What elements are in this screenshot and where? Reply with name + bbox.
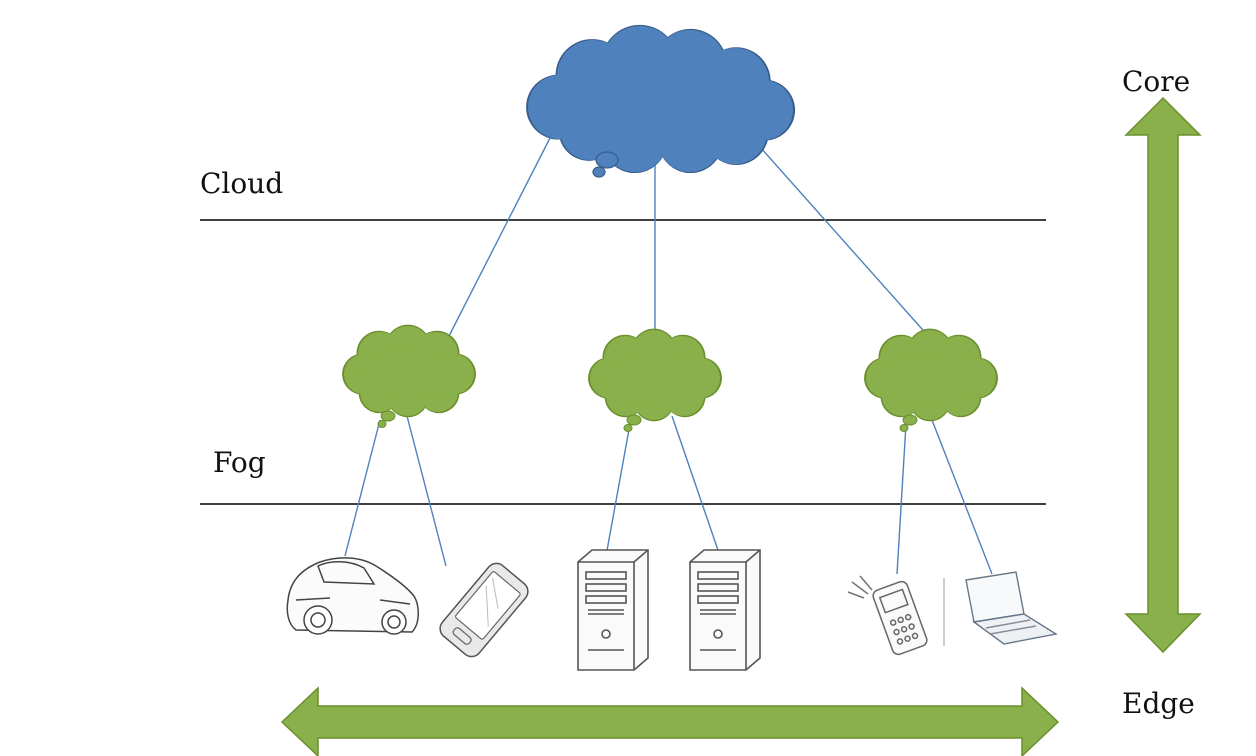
edge-label: Edge [1122,687,1195,720]
core-label: Core [1122,65,1191,98]
fog-node-3 [864,328,998,432]
fog-layer-label: Fog [213,446,266,479]
desktop-tower-icon [577,549,649,671]
vertical-double-arrow [1124,96,1202,654]
fog-node-1 [342,324,476,428]
desktop-tower-icon [689,549,761,671]
core-cloud-shape [526,24,796,178]
horizontal-double-arrow [280,686,1060,756]
fog-device-links [344,415,993,575]
cloud-fog-links [447,137,931,339]
car-icon [286,557,419,635]
mobile-phone-icon [847,575,945,656]
fog-node-2 [588,328,722,432]
laptop-icon [965,571,1058,645]
cloud-layer-label: Cloud [200,167,284,200]
smartphone-icon [439,562,529,658]
